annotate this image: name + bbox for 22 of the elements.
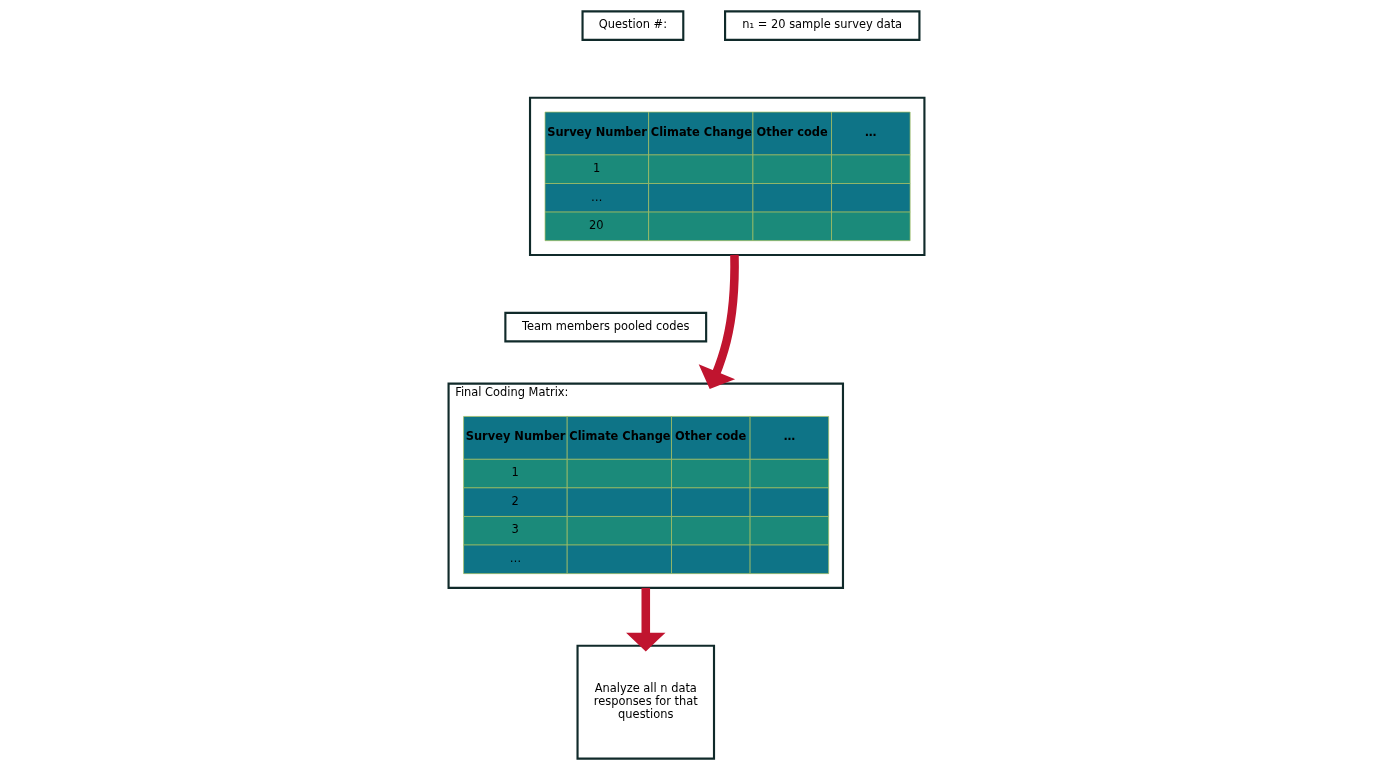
label: 20 <box>588 218 604 233</box>
label: Survey Number <box>547 124 647 139</box>
label: 3 <box>511 522 519 537</box>
node-box: Question #: <box>581 10 685 41</box>
label: … <box>865 124 877 139</box>
label: 1 <box>592 160 601 175</box>
node-box: n₁ = 20 sample survey data <box>724 10 921 41</box>
label: Other code <box>675 428 747 443</box>
label: … <box>783 428 796 443</box>
node-box: Team members pooled codes <box>504 311 708 343</box>
label: … <box>591 189 603 204</box>
label: Climate Change <box>569 428 671 443</box>
label: Other code <box>756 124 828 139</box>
node-box <box>528 96 926 257</box>
node-box: Analyze all n data responses for that questions <box>576 644 716 760</box>
label: Survey Number <box>465 428 566 443</box>
label: … <box>509 551 522 566</box>
label: 2 <box>511 493 519 508</box>
label: 1 <box>511 465 519 480</box>
arrow <box>626 587 666 652</box>
arrow <box>698 254 739 390</box>
label: Climate Change <box>650 124 753 139</box>
